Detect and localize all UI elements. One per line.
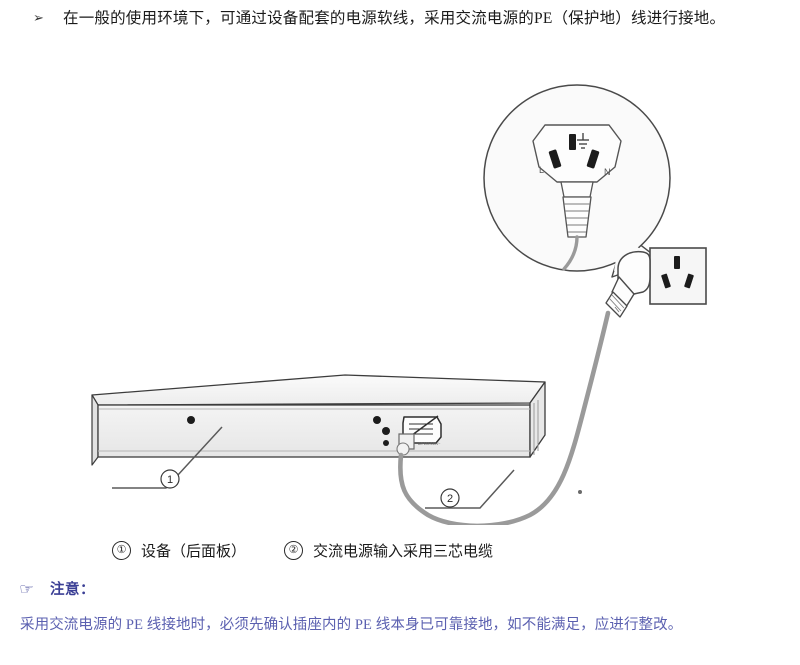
cable-leader-line <box>425 469 515 509</box>
legend-marker-2: ② <box>284 541 304 560</box>
inserted-plug-strain-relief <box>605 291 628 318</box>
cable-marker-number: 2 <box>447 493 453 505</box>
inserted-plug <box>605 250 651 318</box>
panel-screw-left <box>187 416 195 424</box>
chassis-micro-label: AC 100-240V~ <box>418 442 440 446</box>
plug-neutral-label: N <box>604 167 611 177</box>
chassis-top-face <box>91 374 546 406</box>
cable-marker-circle <box>440 488 460 508</box>
plug-earth-pin <box>569 134 576 150</box>
device-marker-circle <box>160 469 180 489</box>
ground-symbol-icon <box>577 133 589 149</box>
socket-neutral-slot <box>684 273 694 289</box>
legend-row: ① 设备（后面板） ② 交流电源输入采用三芯电缆 <box>112 540 493 561</box>
inserted-plug-ribs <box>608 294 625 313</box>
socket-live-slot <box>661 273 671 289</box>
arrow-bullet-icon: ➢ <box>33 11 44 26</box>
panel-screw-right <box>373 416 381 424</box>
note-block: ☞ 注意： 采用交流电源的 PE 线接地时，必须先确认插座内的 PE 线本身已可… <box>19 578 780 638</box>
legend-label-1: 设备（后面板） <box>141 544 247 560</box>
panel-indicator-large <box>382 427 390 435</box>
device-leader-line <box>112 426 223 489</box>
cable-reference-dot <box>578 490 582 494</box>
device-marker-number: 1 <box>167 474 173 486</box>
wall-socket <box>649 247 707 305</box>
illustration-svg: L N <box>91 84 707 525</box>
chassis-front-panel <box>97 404 531 458</box>
grounding-illustration: L N <box>0 45 800 525</box>
note-heading-label: 注意： <box>49 582 95 598</box>
legend-label-2: 交流电源输入采用三芯电缆 <box>313 544 494 560</box>
device-callout-leader: 1 <box>112 426 223 489</box>
intro-paragraph: ➢ 在一般的使用环境下，可通过设备配套的电源软线，采用交流电源的PE（保护地）线… <box>28 6 764 31</box>
plug-callout-bubble: L N <box>483 84 671 278</box>
plug-live-pin <box>548 149 562 169</box>
plug-neck <box>560 181 594 198</box>
ac-connector-collar <box>396 442 410 456</box>
note-heading: ☞ 注意： <box>19 578 780 599</box>
note-body-text: 采用交流电源的 PE 线接地时，必须先确认插座内的 PE 线本身已可靠接地，如不… <box>20 617 683 633</box>
chassis-left-edge <box>91 394 99 466</box>
strain-relief-ribs <box>564 203 590 233</box>
intro-paragraph-text: 在一般的使用环境下，可通过设备配套的电源软线，采用交流电源的PE（保护地）线进行… <box>63 10 726 27</box>
plug-live-label: L <box>539 165 544 175</box>
legend-item-cable: ② 交流电源输入采用三芯电缆 <box>284 540 493 561</box>
device-chassis: AC 100-240V~ <box>91 374 546 466</box>
plug-strain-relief <box>562 196 592 238</box>
cable-callout-leader: 2 <box>425 469 515 509</box>
plug-neutral-pin <box>586 149 600 169</box>
inserted-plug-body <box>617 250 651 295</box>
magnified-plug: L N <box>532 124 622 271</box>
legend-marker-1: ① <box>112 541 131 560</box>
magnified-plug-cable <box>562 235 579 271</box>
ac-power-cable <box>398 310 611 525</box>
legend-item-device: ① 设备（后面板） <box>112 540 246 561</box>
panel-indicator-small <box>383 440 389 446</box>
ac-power-inlet: AC 100-240V~ <box>396 415 442 456</box>
pointing-hand-icon: ☞ <box>19 579 35 598</box>
socket-earth-slot <box>674 256 680 269</box>
